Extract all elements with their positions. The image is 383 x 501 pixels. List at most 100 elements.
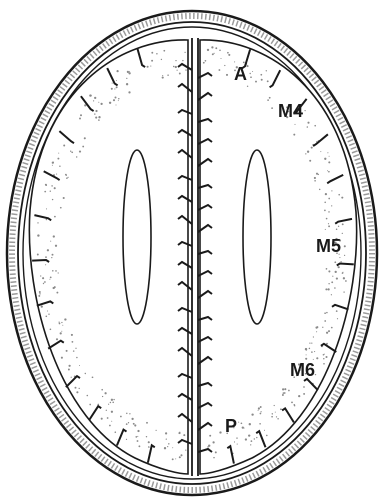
stipple-dot [251, 413, 253, 415]
stipple-dot [50, 241, 51, 242]
stipple-dot [164, 447, 166, 449]
stipple-dot [59, 165, 60, 166]
stipple-dot [43, 283, 44, 284]
stipple-dot [95, 117, 97, 119]
stipple-dot [328, 198, 330, 200]
stipple-dot [293, 134, 295, 136]
stipple-dot [166, 438, 167, 439]
stipple-dot [277, 418, 279, 420]
stipple-dot [303, 386, 305, 388]
stipple-dot [328, 330, 330, 332]
stipple-dot [98, 116, 100, 118]
stipple-dot [66, 177, 68, 179]
stipple-dot [266, 70, 267, 71]
stipple-dot [328, 270, 330, 272]
stipple-dot [331, 205, 332, 206]
stipple-dot [163, 50, 165, 52]
stipple-dot [167, 446, 168, 447]
stipple-dot [236, 437, 237, 438]
stipple-dot [177, 70, 178, 71]
stipple-dot [167, 74, 169, 76]
stipple-dot [133, 423, 135, 425]
stipple-dot [342, 272, 344, 274]
stipple-dot [276, 416, 277, 417]
label-p: P [225, 416, 237, 436]
stipple-dot [111, 421, 112, 422]
stipple-dot [79, 388, 80, 389]
stipple-dot [104, 392, 106, 394]
stipple-dot [248, 434, 250, 436]
stipple-dot [324, 158, 326, 160]
stipple-dot [211, 46, 213, 48]
label-a: A [234, 64, 247, 84]
stipple-dot [311, 147, 313, 149]
stipple-dot [260, 411, 261, 412]
stipple-dot [90, 95, 92, 97]
stipple-dot [284, 392, 286, 394]
stipple-dot [111, 399, 113, 401]
stipple-dot [61, 357, 63, 359]
label-m6: M6 [290, 360, 315, 380]
stipple-dot [326, 218, 328, 220]
stipple-dot [58, 153, 59, 154]
stipple-dot [75, 387, 77, 389]
stipple-dot [228, 54, 230, 56]
stipple-dot [329, 156, 330, 157]
stipple-dot [336, 310, 338, 312]
stipple-dot [305, 348, 307, 350]
stipple-dot [280, 408, 282, 410]
stipple-dot [76, 391, 78, 393]
stipple-dot [129, 413, 130, 414]
stipple-dot [316, 357, 318, 359]
stipple-dot [68, 369, 70, 371]
stipple-dot [219, 431, 221, 433]
stipple-dot [52, 254, 54, 256]
stipple-dot [219, 50, 221, 52]
stipple-dot [94, 113, 95, 114]
stipple-dot [258, 410, 259, 411]
stipple-dot [135, 436, 137, 438]
stipple-dot [256, 437, 257, 438]
stipple-dot [178, 432, 180, 434]
stipple-dot [112, 401, 114, 403]
stipple-dot [42, 277, 44, 279]
stipple-dot [45, 256, 47, 258]
stipple-dot [109, 102, 111, 104]
stipple-dot [70, 151, 71, 152]
stipple-dot [59, 322, 60, 323]
stipple-dot [182, 60, 183, 61]
stipple-dot [205, 60, 207, 62]
stipple-dot [113, 399, 114, 400]
stipple-dot [258, 407, 260, 409]
stipple-dot [260, 74, 262, 76]
stipple-dot [106, 410, 107, 411]
stipple-dot [175, 458, 176, 459]
stipple-dot [212, 441, 214, 443]
stipple-dot [307, 126, 309, 128]
stipple-dot [101, 389, 103, 391]
stipple-dot [269, 97, 271, 99]
stipple-dot [250, 76, 252, 78]
stipple-dot [325, 356, 327, 358]
stipple-dot [97, 404, 99, 406]
stipple-dot [63, 197, 65, 199]
stipple-dot [45, 184, 47, 186]
stipple-dot [146, 422, 148, 424]
stipple-dot [305, 153, 306, 154]
stipple-dot [84, 137, 86, 139]
stipple-dot [325, 288, 327, 290]
stipple-dot [324, 202, 326, 204]
stipple-dot [328, 211, 330, 213]
stipple-dot [151, 52, 153, 54]
stipple-dot [50, 191, 51, 192]
stipple-dot [82, 146, 84, 148]
label-m5: M5 [316, 236, 341, 256]
stipple-dot [162, 75, 163, 76]
stipple-dot [179, 456, 181, 458]
stipple-dot [76, 156, 77, 157]
stipple-dot [126, 439, 127, 440]
stipple-dot [215, 47, 217, 49]
stipple-dot [203, 62, 205, 64]
stipple-dot [146, 436, 147, 437]
stipple-dot [98, 102, 99, 103]
